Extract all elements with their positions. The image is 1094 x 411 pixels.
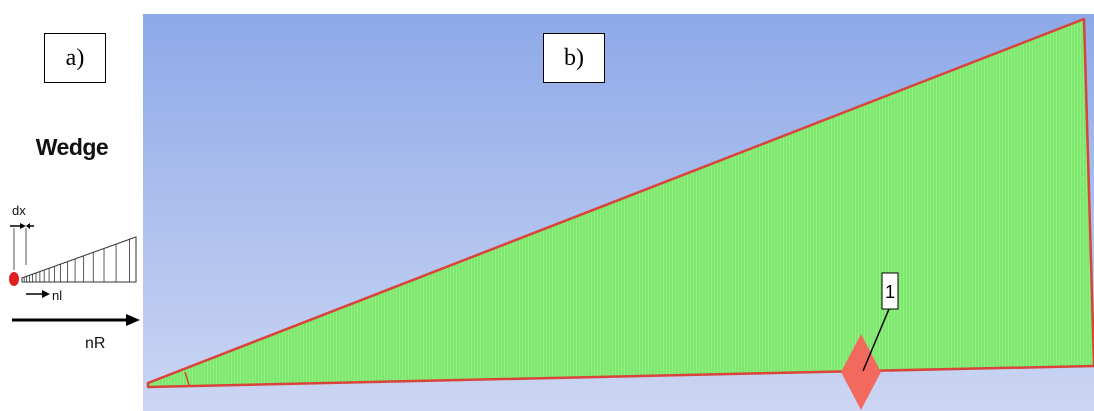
axis-point — [9, 272, 19, 286]
wedge-cells — [21, 236, 137, 283]
wedge-outline — [21, 236, 137, 283]
marker-leader-line — [862, 308, 890, 372]
nl-arrow: nl — [26, 288, 62, 300]
nr-label: nR — [85, 335, 105, 352]
marker-label: 1 — [885, 282, 895, 302]
panel-b-label: b) — [543, 33, 605, 83]
panel-b-label-text: b) — [564, 44, 584, 71]
marker-callout: 1 — [881, 272, 899, 310]
nr-arrow: nR — [12, 314, 140, 352]
inlet-edge — [184, 371, 190, 386]
wedge-title: Wedge — [35, 134, 109, 160]
panel-a-label: a) — [44, 33, 106, 83]
panel-a-label-text: a) — [65, 44, 85, 71]
wedge-domain — [146, 17, 1094, 389]
wedge-schematic: dx nl — [9, 203, 137, 300]
dx-label: dx — [12, 203, 26, 218]
nl-label: nl — [52, 288, 62, 300]
wedge-mesh-view: 1 — [143, 14, 1094, 411]
dx-dimension: dx — [10, 203, 34, 270]
